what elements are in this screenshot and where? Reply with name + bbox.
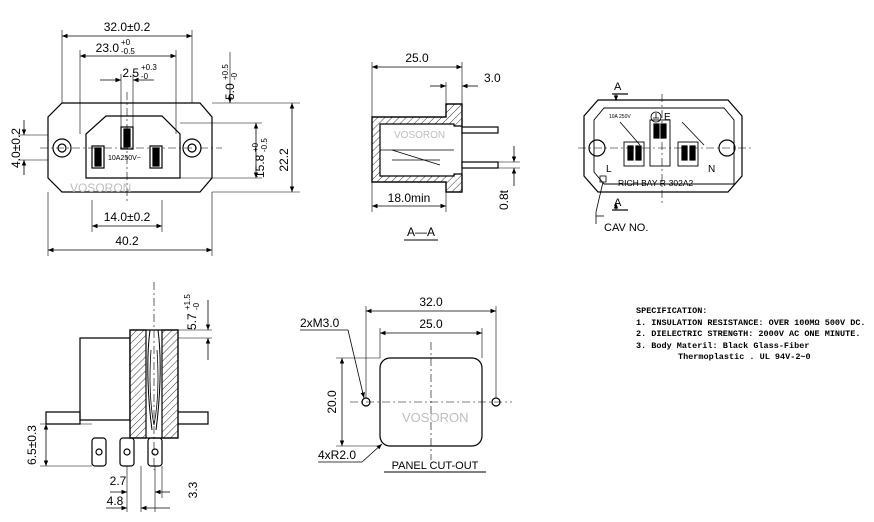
front-view: [18, 30, 300, 256]
earth-label: E: [664, 112, 671, 123]
dim-flange: 3.0: [484, 71, 501, 85]
dim-height-outer: 22.2: [277, 148, 291, 172]
spec-line-4: Thermoplastic . UL 94V-2~0: [678, 352, 811, 362]
side-contact-spring: [147, 329, 161, 431]
dim-min: 18.0min: [388, 191, 431, 205]
earth-symbol: [650, 111, 662, 123]
side-view-text: 5.7 +1.5 -0 6.5±0.3 2.7 4.8 3.3: [25, 294, 201, 508]
section-terminal-bottom: [461, 161, 499, 169]
side-view: [40, 282, 212, 512]
section-view-text: 25.0 3.0 18.0min 0.8t A—A VOSORON: [388, 51, 511, 239]
dim-top: 5.0: [223, 83, 237, 100]
dim-slot-span-tol-minus: -0.5: [121, 47, 135, 56]
dim-slot-span-tol-plus: +0: [121, 38, 131, 47]
dim-pin-offset: 2.5: [122, 66, 139, 80]
rating-label: 10A250V~: [108, 155, 141, 162]
cutout-dim-height: 20.0: [325, 390, 339, 414]
side-dim-top: 5.7: [185, 313, 199, 330]
watermark-cutout: VOSORON: [402, 410, 468, 425]
dim-overall-width: 32.0±0.2: [104, 20, 151, 34]
side-pin-2: [119, 437, 135, 467]
rear-terminal-left: [623, 141, 645, 167]
dim-bottom-width: 14.0±0.2: [104, 210, 151, 224]
cutout-dim-outer: 32.0: [419, 295, 443, 309]
side-pin-3: [147, 437, 163, 467]
rear-view-text: A A 10A 250V E L N RICH BAY R-302A2 CAV …: [604, 81, 715, 234]
side-dim-pin-height: 6.5±0.3: [25, 425, 39, 465]
dim-height-inner: 15.8: [253, 154, 267, 178]
side-pin-1: [91, 437, 107, 467]
dim-depth: 25.0: [405, 51, 429, 65]
cav-label: CAV NO.: [604, 222, 648, 234]
marker-a-bottom: A: [614, 197, 622, 209]
rear-terminal-right: [677, 141, 699, 167]
rear-view: [578, 93, 752, 224]
dim-pin-offset-tol-minus: -0: [141, 72, 149, 81]
watermark-section: VOSORON: [394, 130, 445, 141]
spec-line-1: 1. INSULATION RESISTANCE: OVER 100MΩ 500…: [636, 317, 866, 328]
line-label: L: [606, 164, 612, 175]
front-flange-outline: [47, 102, 213, 193]
front-view-text: 32.0±0.2 23.0 +0 -0.5 2.5 +0.3 -0 10A250…: [9, 20, 291, 248]
marker-a-top: A: [614, 81, 622, 93]
radius-label: 4xR2.0: [318, 448, 356, 462]
dim-height-inner-tol-plus: +0: [251, 142, 260, 152]
side-dim-top-tol-minus: -0: [192, 302, 201, 310]
spec-title: SPECIFICATION:: [636, 306, 708, 316]
side-dim-pitch: 2.7: [110, 474, 127, 488]
panel-cutout-text: 32.0 25.0 20.0 2xM3.0 4xR2.0 PANEL CUT-O…: [300, 295, 479, 472]
side-dim-width: 4.8: [107, 494, 124, 508]
side-dim-pin: 3.3: [186, 481, 200, 498]
neutral-label: N: [708, 164, 715, 175]
spec-line-2: 2. DIELECTRIC STRENGTH: 2000V AC ONE MIN…: [636, 329, 861, 339]
rear-terminal-earth: [649, 119, 671, 167]
dim-top-tol-plus: +0.5: [221, 64, 230, 80]
dim-hole-offset: 4.0±0.2: [9, 128, 23, 168]
watermark-front: VOSORON: [70, 181, 131, 195]
specification-block: SPECIFICATION: 1. INSULATION RESISTANCE:…: [636, 306, 872, 364]
dim-height-inner-tol-minus: -0.5: [260, 138, 269, 152]
spec-line-3: 3. Body Materil: Black Glass-Fiber: [636, 340, 810, 351]
cutout-dim-inner: 25.0: [419, 317, 443, 331]
side-body-outline: [79, 337, 131, 421]
rear-flange-outline: [583, 99, 743, 193]
cutout-label: PANEL CUT-OUT: [392, 460, 479, 472]
rear-body-outline: [593, 107, 735, 185]
rear-rating: 10A 250V: [609, 114, 631, 120]
section-label: A—A: [407, 225, 435, 239]
panel-cutout: [300, 306, 512, 473]
section-view: [371, 62, 520, 241]
screw-label: 2xM3.0: [300, 316, 340, 330]
cav-marker: [599, 175, 607, 183]
section-terminal-top: [461, 126, 499, 134]
side-dim-top-tol-plus: +1.5: [183, 294, 192, 310]
brand-text: RICH BAY R-302A2: [618, 178, 694, 188]
dim-slot-span: 23.0: [96, 41, 120, 55]
dim-thickness: 0.8t: [497, 189, 511, 210]
dim-total-width: 40.2: [115, 234, 139, 248]
dim-top-tol-minus: -0: [230, 72, 239, 80]
dim-pin-offset-tol-plus: +0.3: [141, 63, 157, 72]
